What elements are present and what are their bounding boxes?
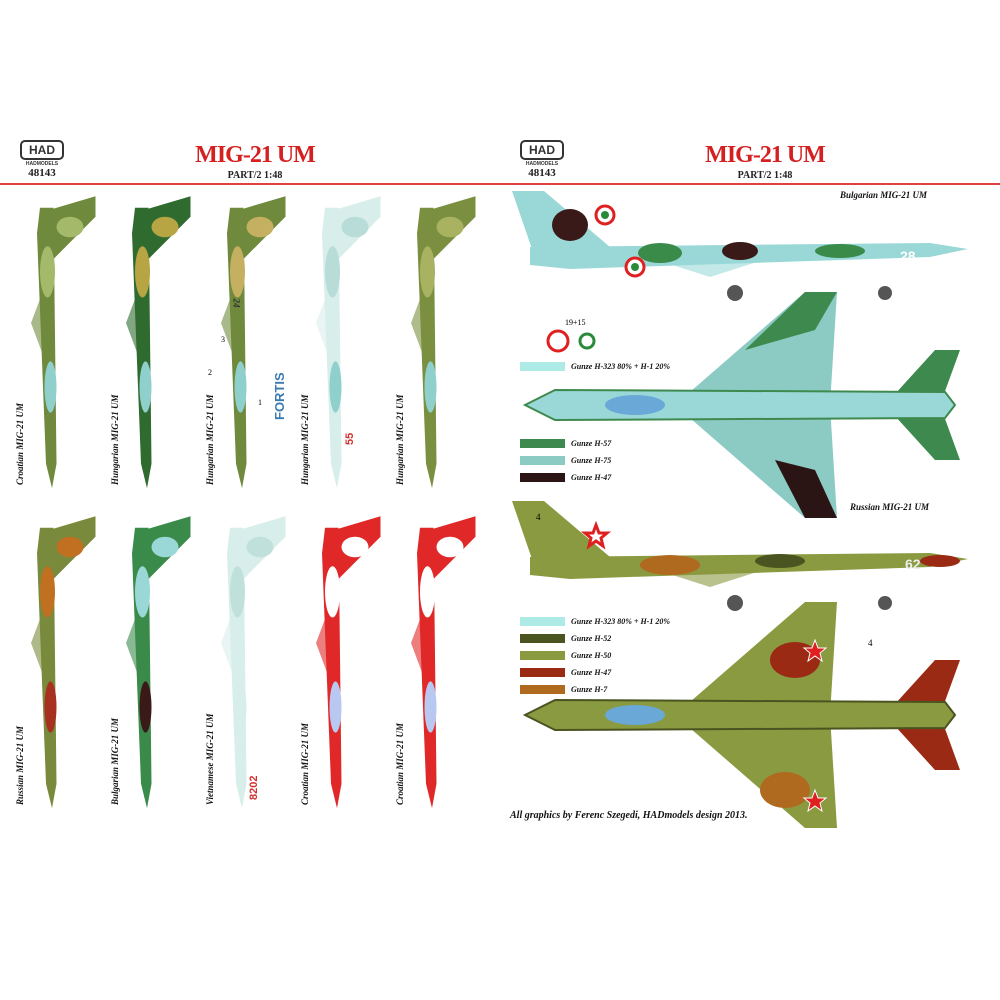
header-divider xyxy=(500,183,1000,185)
aircraft-label: Croatian MIG-21 UM xyxy=(15,402,25,485)
left-panel: HAD HADMODELS 48143 MIG-21 UM PART/2 1:4… xyxy=(0,140,500,815)
logo-text: HAD xyxy=(20,140,64,160)
product-code: 48143 xyxy=(528,167,556,179)
page-title: MIG-21 UM xyxy=(705,142,826,168)
aircraft-profile xyxy=(295,515,385,815)
code-28: 28 xyxy=(155,777,167,790)
aircraft-label: Hungarian MIG-21 UM xyxy=(395,394,405,485)
code-55: 55 xyxy=(344,432,356,445)
code-8202: 8202 xyxy=(248,775,260,800)
credit-text: All graphics by Ferenc Szegedi, HADmodel… xyxy=(510,810,748,821)
color-swatch xyxy=(520,439,565,448)
russian-title: Russian MIG-21 UM xyxy=(850,502,930,512)
paint-legend-item: Gunze H-47 xyxy=(520,668,611,677)
paint-label: Gunze H-57 xyxy=(571,439,612,448)
aircraft-label: Bulgarian MIG-21 UM xyxy=(110,717,120,805)
paint-label: Gunze H-75 xyxy=(571,456,612,465)
annotation-24: 24 xyxy=(231,298,242,308)
callout-4-top: 4 xyxy=(868,638,873,648)
paint-label: Gunze H-50 xyxy=(571,651,612,660)
paint-label: Gunze H-323 80% + H-1 20% xyxy=(571,362,670,371)
bulgarian-top-view xyxy=(522,292,960,518)
color-swatch xyxy=(520,685,565,694)
paint-label: Gunze H-7 xyxy=(571,685,608,694)
roundel-markings xyxy=(546,329,596,353)
russian-side-view xyxy=(512,501,968,611)
aircraft-profile xyxy=(10,515,100,815)
page-subtitle: PART/2 1:48 xyxy=(227,170,283,181)
paint-legend-item: Gunze H-323 80% + H-1 20% xyxy=(520,617,670,626)
paint-legend-item: Gunze H-57 xyxy=(520,439,611,448)
aircraft-label: Hungarian MIG-21 UM xyxy=(205,394,215,485)
header-divider xyxy=(0,183,500,185)
russian-code: 62 xyxy=(905,556,921,572)
hadmodels-logo: HAD HADMODELS 48143 xyxy=(20,140,64,179)
aircraft-profile xyxy=(390,515,480,815)
product-code: 48143 xyxy=(28,167,56,179)
color-swatch xyxy=(520,473,565,482)
logo-text: HAD xyxy=(520,140,564,160)
aircraft-label: Hungarian MIG-21 UM xyxy=(300,394,310,485)
aircraft-label: Vietnamese MIG-21 UM xyxy=(205,713,215,805)
color-swatch xyxy=(520,651,565,660)
aircraft-label: Hungarian MIG-21 UM xyxy=(110,394,120,485)
aircraft-label: Russian MIG-21 UM xyxy=(15,725,25,805)
paint-legend-item: Gunze H-75 xyxy=(520,456,611,465)
paint-legend-item: Gunze H-323 80% + H-1 20% xyxy=(520,362,670,371)
aircraft-label: Croatian MIG-21 UM xyxy=(300,722,310,805)
aircraft-profile xyxy=(295,195,385,495)
annotation-3: 3 xyxy=(221,335,225,344)
callout-4: 4 xyxy=(536,512,541,522)
paint-label: Gunze H-323 80% + H-1 20% xyxy=(571,617,670,626)
hadmodels-logo: HAD HADMODELS 48143 xyxy=(520,140,564,179)
paint-label: Gunze H-47 xyxy=(571,668,612,677)
aircraft-profile xyxy=(200,515,290,815)
bulgarian-code: 28 xyxy=(900,248,916,264)
color-swatch xyxy=(520,362,565,371)
page-subtitle: PART/2 1:48 xyxy=(737,170,793,181)
bulgarian-side-view xyxy=(512,191,968,301)
roundel-label: 19+15 xyxy=(565,318,586,327)
color-swatch xyxy=(520,668,565,677)
aircraft-profile xyxy=(200,195,290,495)
page-title: MIG-21 UM xyxy=(195,142,316,168)
aircraft-profile xyxy=(390,195,480,495)
russian-top-view xyxy=(522,602,960,828)
logo-sub: HADMODELS xyxy=(25,161,59,167)
bulgarian-title: Bulgarian MIG-21 UM xyxy=(840,190,928,200)
aircraft-label: Croatian MIG-21 UM xyxy=(395,722,405,805)
paint-legend-item: Gunze H-50 xyxy=(520,651,611,660)
color-swatch xyxy=(520,617,565,626)
annotation-1: 1 xyxy=(258,398,262,407)
paint-label: Gunze H-52 xyxy=(571,634,612,643)
aircraft-profile xyxy=(10,195,100,495)
color-swatch xyxy=(520,456,565,465)
logo-sub: HADMODELS xyxy=(525,161,559,167)
aircraft-profile xyxy=(105,195,195,495)
paint-legend-item: Gunze H-7 xyxy=(520,685,607,694)
paint-legend-item: Gunze H-52 xyxy=(520,634,611,643)
paint-label: Gunze H-47 xyxy=(571,473,612,482)
annotation-2: 2 xyxy=(208,368,212,377)
color-swatch xyxy=(520,634,565,643)
fortis-marking: FORTIS xyxy=(272,372,287,420)
right-panel: HAD HADMODELS 48143 MIG-21 UM PART/2 1:4… xyxy=(500,0,1000,1000)
paint-legend-item: Gunze H-47 xyxy=(520,473,611,482)
aircraft-profile xyxy=(105,515,195,815)
